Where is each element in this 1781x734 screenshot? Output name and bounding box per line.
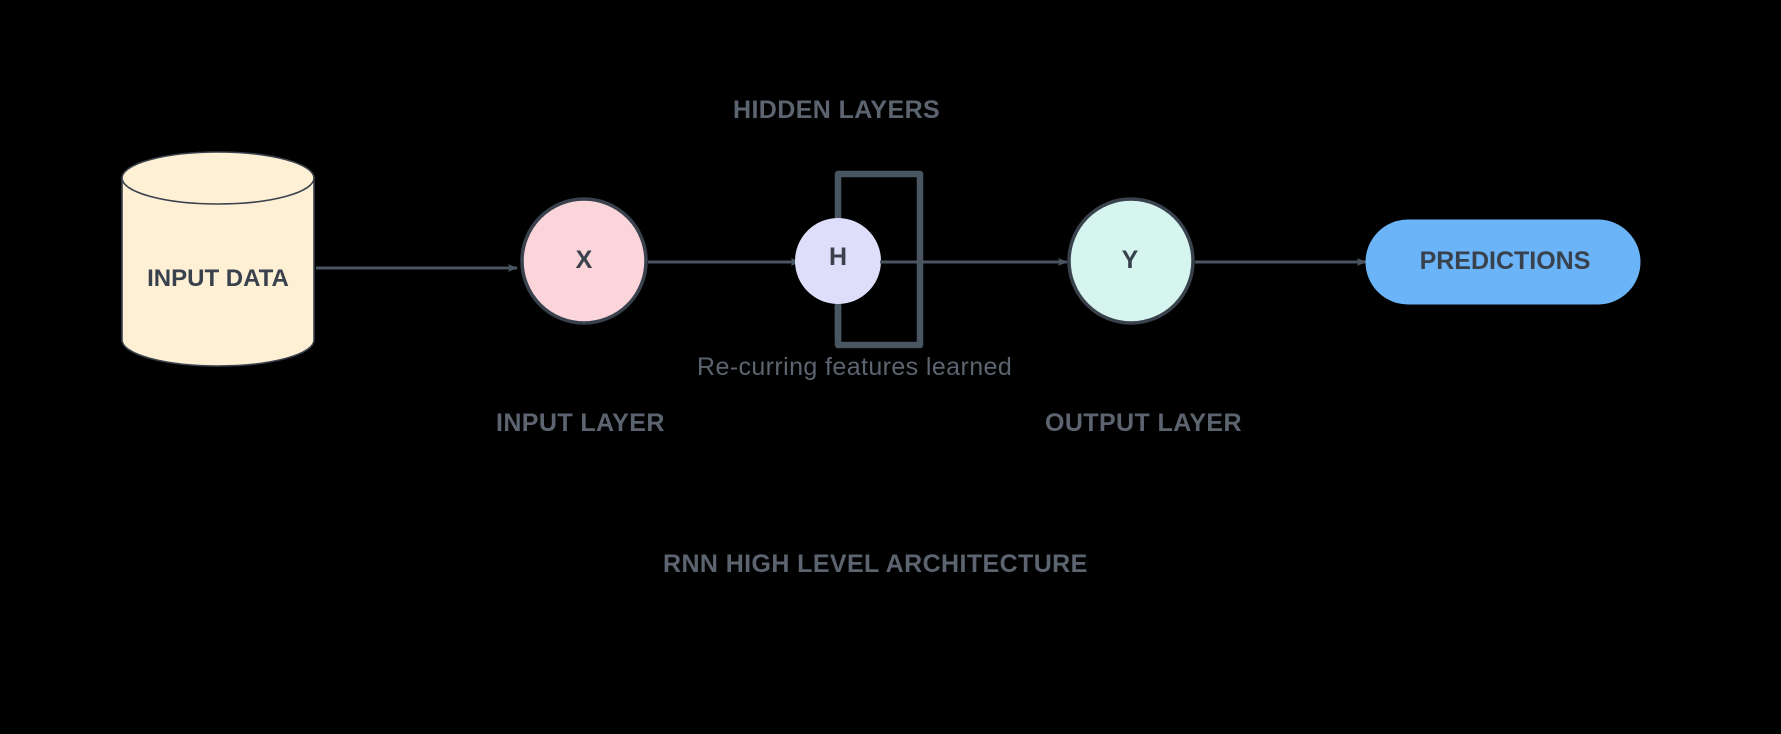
caption-input-layer: INPUT LAYER (496, 409, 665, 437)
node-output-neuron-y[interactable] (1067, 197, 1195, 325)
caption-output-layer: OUTPUT LAYER (1045, 409, 1242, 437)
diagram-title: RNN HIGH LEVEL ARCHITECTURE (663, 550, 1088, 578)
caption-hidden-layers: HIDDEN LAYERS (733, 96, 941, 124)
node-hidden-neuron-h[interactable] (795, 218, 881, 304)
node-input-data[interactable] (121, 151, 315, 367)
node-input-neuron-x[interactable] (520, 197, 648, 325)
caption-recurring-features: Re-curring features learned (697, 353, 1013, 381)
cylinder-top (121, 151, 315, 205)
node-predictions[interactable] (1365, 219, 1641, 305)
cylinder-body (121, 177, 315, 367)
edge-h-self-loop (834, 170, 924, 349)
